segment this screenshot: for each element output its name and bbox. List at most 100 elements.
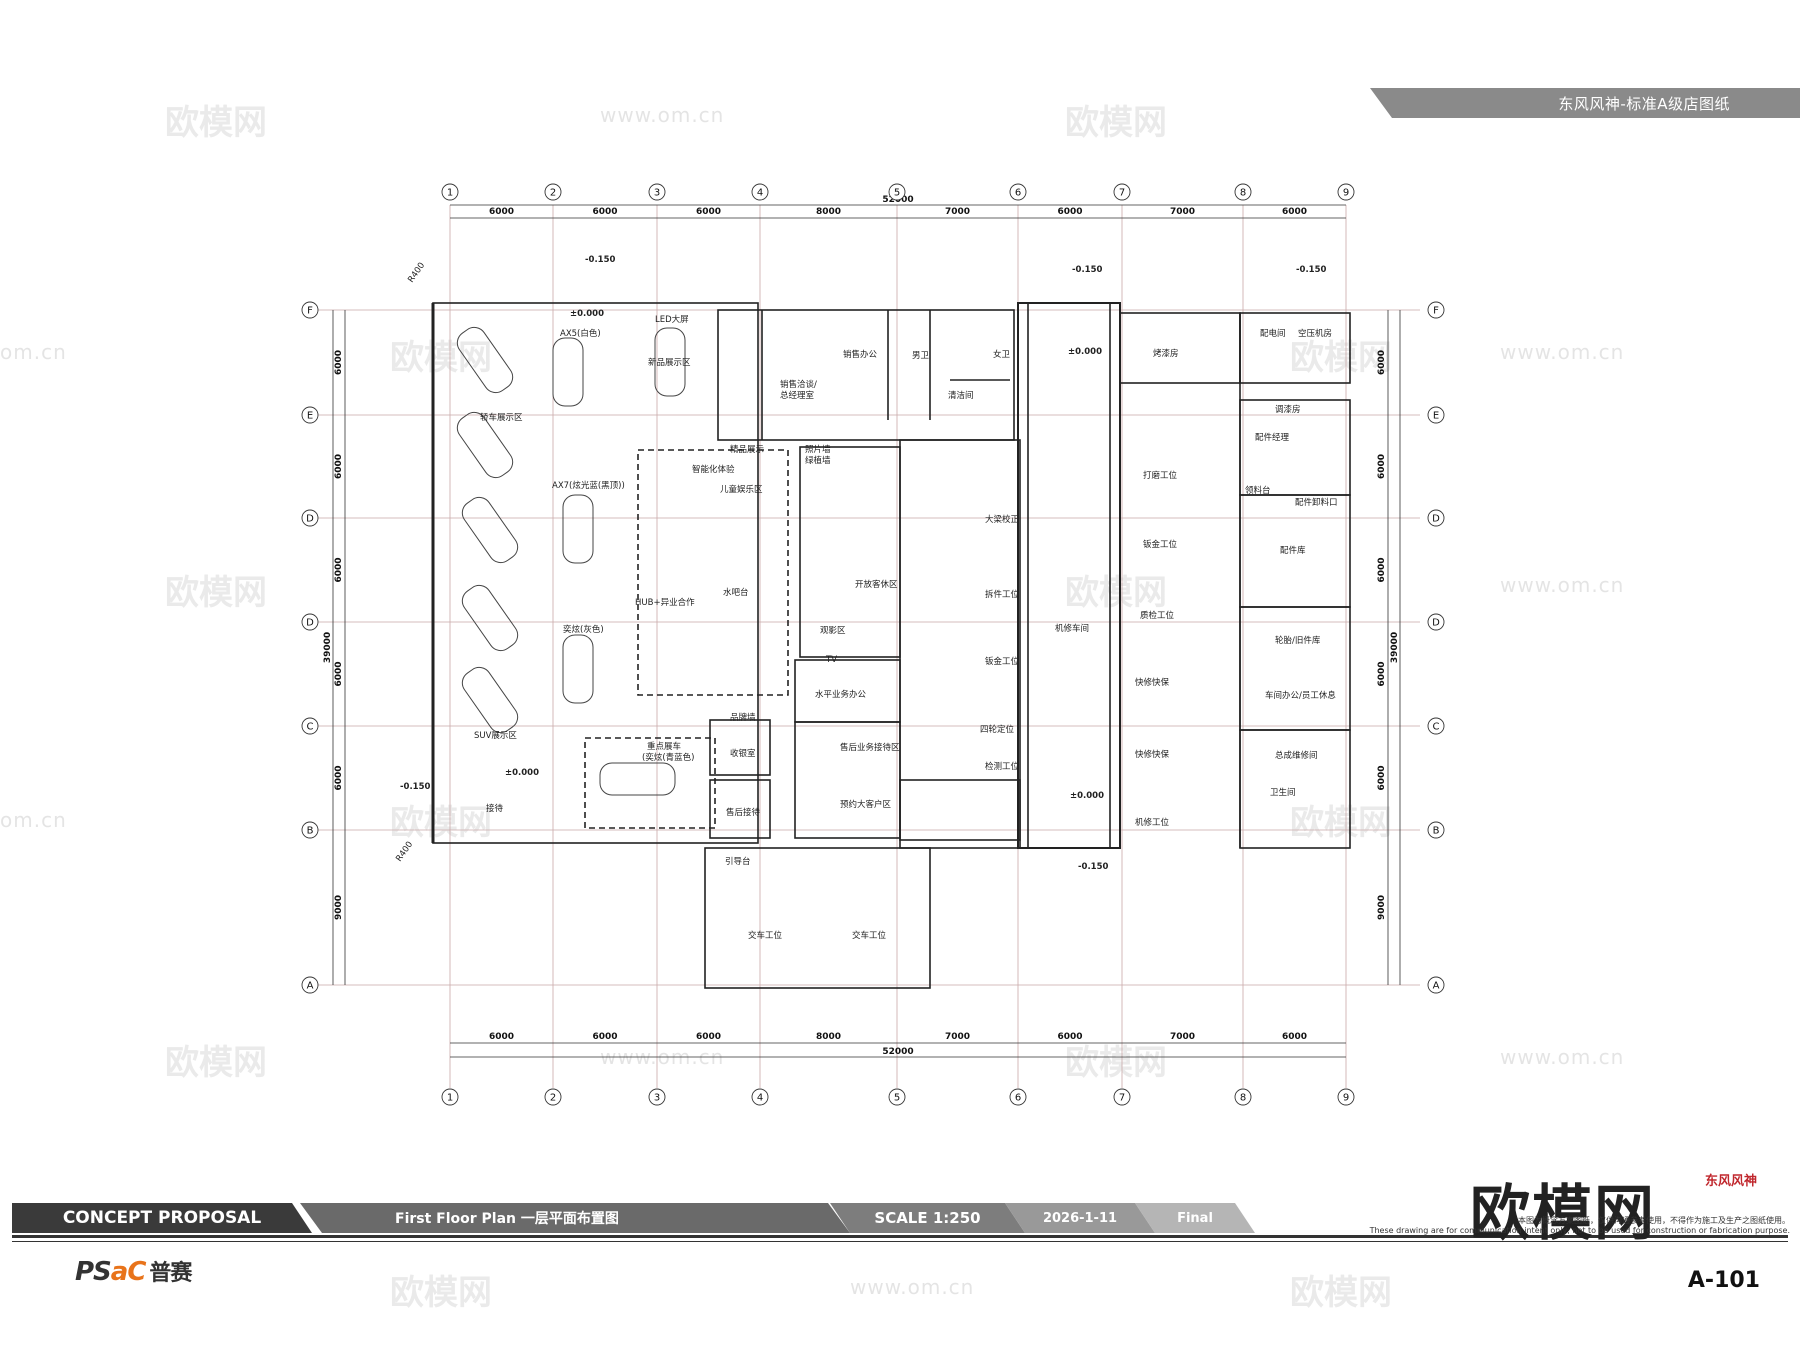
dimension-label: 6000 xyxy=(1377,661,1387,686)
dimension-labels: 6000600060008000700060007000600052000600… xyxy=(323,195,1400,1057)
dimension-label: 6000 xyxy=(489,207,514,217)
grid-bubble-label: D xyxy=(1432,618,1440,629)
room-label-service-recept: 售后业务接待区 xyxy=(840,742,900,753)
room-label-quick1: 快修快保 xyxy=(1135,677,1170,688)
grid-bubble xyxy=(301,613,319,631)
grid-bubble xyxy=(1427,821,1445,839)
room-label-delivery2: 交车工位 xyxy=(852,930,887,941)
watermark: 欧模网 xyxy=(165,103,267,143)
dimension-label: 6000 xyxy=(592,1032,617,1042)
room-label-bar: 水吧台 xyxy=(723,587,749,598)
grid-bubble-label: F xyxy=(1433,306,1439,317)
grid-bubble xyxy=(1234,183,1252,201)
grid-bubble-label: A xyxy=(1433,981,1440,992)
grid-bubble-label: 3 xyxy=(654,1093,660,1104)
dimension-label: 6000 xyxy=(1057,1032,1082,1042)
room-label-inspection: 检测工位 xyxy=(985,761,1020,772)
room-label-key-car-sub: (奕炫(青蓝色) xyxy=(642,752,694,763)
level-mark: ±0.000 xyxy=(1068,347,1102,357)
grid-bubble-label: 9 xyxy=(1343,188,1349,199)
title-rule xyxy=(12,1235,1788,1238)
grid-bubble xyxy=(751,1088,769,1106)
room-label-shop-office: 车间办公/员工休息 xyxy=(1265,690,1336,701)
watermark: 欧模网 xyxy=(390,1273,492,1313)
grid-lines xyxy=(318,205,1420,1088)
grid-bubble xyxy=(1009,183,1027,201)
dimension-label: 6000 xyxy=(1057,207,1082,217)
grid-bubble xyxy=(1427,406,1445,424)
grid-bubble-label: 7 xyxy=(1119,1093,1125,1104)
banner-title: 东风风神-标准A级店图纸 xyxy=(1558,95,1730,113)
room-label-axs: AX5(白色) xyxy=(560,328,601,339)
dimension-label: 6000 xyxy=(696,1032,721,1042)
level-mark: -0.150 xyxy=(400,782,430,792)
dimension-label: 6000 xyxy=(1377,350,1387,375)
grid-bubble xyxy=(301,406,319,424)
room-label-tv: TV xyxy=(825,655,837,665)
room-label-key-car: 重点展车 xyxy=(647,741,681,752)
grid-bubble xyxy=(1113,1088,1131,1106)
room-label-quick2: 快修快保 xyxy=(1135,749,1170,760)
brand-name: 东风风神 xyxy=(1705,1174,1758,1189)
room-label-mixing: 调漆房 xyxy=(1275,404,1301,415)
level-mark: -0.150 xyxy=(1072,265,1102,275)
grid-bubble-label: 8 xyxy=(1240,1093,1246,1104)
grid-bubble xyxy=(1337,1088,1355,1106)
watermark: 欧模网 xyxy=(1290,1273,1392,1313)
room-label-cleaning: 清洁间 xyxy=(948,390,974,401)
title-scale: SCALE 1:250 xyxy=(830,1203,1025,1233)
grid-bubble-label: 2 xyxy=(550,188,556,199)
room-label-women-wc: 女卫 xyxy=(993,349,1011,360)
watermark-url: www.om.cn xyxy=(1500,1045,1625,1069)
room-label-car-show: 轿车展示区 xyxy=(480,412,523,423)
room-label-yixuan: 奕炫(灰色) xyxy=(563,624,604,635)
room-label-wc2: 卫生间 xyxy=(1270,787,1296,798)
title-rule-thin xyxy=(12,1241,1788,1242)
room-label-parts-in: 配件卸料口 xyxy=(1295,497,1338,508)
room-label-polish: 打磨工位 xyxy=(1143,470,1178,481)
room-label-new-car: 新品展示区 xyxy=(648,357,691,368)
dimension-label: 6000 xyxy=(334,661,344,686)
watermark-url: om.cn xyxy=(0,340,67,364)
watermark: 欧模网 xyxy=(1065,573,1167,613)
grid-bubble xyxy=(1009,1088,1027,1106)
grid-bubble-label: 9 xyxy=(1343,1093,1349,1104)
room-label-alignment: 大梁校正 xyxy=(985,514,1020,525)
level-mark: ±0.000 xyxy=(570,309,604,319)
dimension-label: 6000 xyxy=(1282,1032,1307,1042)
grid-bubble-label: 2 xyxy=(550,1093,556,1104)
grid-bubble xyxy=(544,1088,562,1106)
grid-bubble-label: 6 xyxy=(1015,1093,1021,1104)
title-date: 2026-1-11 xyxy=(1005,1203,1155,1233)
grid-bubble xyxy=(1427,509,1445,527)
room-label-ax7: AX7(炫光蓝(黑顶)) xyxy=(552,480,625,491)
grid-bubble-label: C xyxy=(307,722,314,733)
grid-bubble-label: E xyxy=(1433,411,1439,422)
grid-bubble-label: 7 xyxy=(1119,188,1125,199)
room-label-mech: 机修工位 xyxy=(1135,817,1170,828)
room-label-photo-wall: 照片墙 xyxy=(805,444,831,455)
level-mark: -0.150 xyxy=(1078,862,1108,872)
room-label-photo-wall: 绿植墙 xyxy=(805,455,831,466)
room-label-distribution: 配电间 xyxy=(1260,328,1286,339)
watermark: 欧模网 xyxy=(1065,1043,1167,1083)
grid-bubble-label: B xyxy=(1433,826,1440,837)
grid-bubble-label: C xyxy=(1433,722,1440,733)
grid-bubble xyxy=(1337,183,1355,201)
level-mark: ±0.000 xyxy=(1070,791,1104,801)
dimension-label: 6000 xyxy=(1377,454,1387,479)
grid-bubble xyxy=(1234,1088,1252,1106)
room-label-smart-exp: 智能化体验 xyxy=(692,464,735,475)
title-proposal: CONCEPT PROPOSAL xyxy=(12,1203,312,1233)
dimension-label: 6000 xyxy=(334,350,344,375)
grid-bubble xyxy=(301,976,319,994)
room-label-lounge: 开放客休区 xyxy=(855,579,898,590)
dimension-total-label: 52000 xyxy=(882,1047,913,1057)
dimension-label: 6000 xyxy=(1377,765,1387,790)
grid-bubble-label: 6 xyxy=(1015,188,1021,199)
watermark: 欧模网 xyxy=(390,803,492,843)
grid-bubble-label: 1 xyxy=(447,1093,453,1104)
watermark: 欧模网 xyxy=(1065,103,1167,143)
